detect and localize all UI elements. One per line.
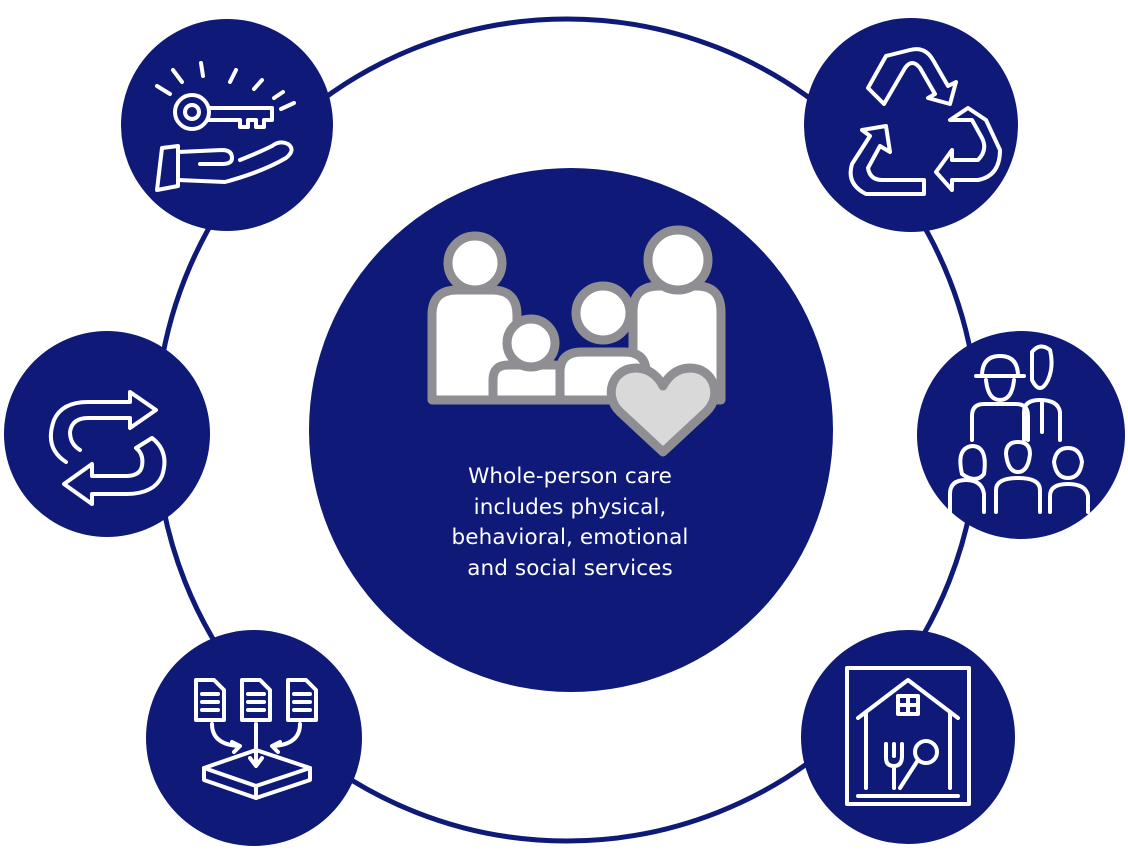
family-with-heart-icon bbox=[427, 225, 726, 457]
center-circle bbox=[309, 168, 833, 692]
center-caption-line: and social services bbox=[467, 555, 673, 581]
node-exchange-arrows bbox=[4, 331, 210, 537]
center-caption-line: Whole-person care bbox=[468, 464, 672, 489]
recycle-icon bbox=[848, 47, 1002, 196]
exchange-arrows-icon bbox=[49, 390, 167, 506]
center-caption: Whole-person care includes physical, beh… bbox=[380, 462, 760, 584]
key-in-hand-icon bbox=[155, 61, 296, 192]
workforce-group-icon bbox=[948, 344, 1090, 514]
node-recycle bbox=[804, 18, 1018, 232]
node-home-food bbox=[801, 630, 1015, 844]
node-documents-merge bbox=[146, 630, 362, 846]
center-caption-line: behavioral, emotional bbox=[451, 525, 689, 550]
node-key-in-hand bbox=[121, 19, 333, 231]
center-caption-line: includes physical, bbox=[473, 494, 667, 520]
node-workforce-group bbox=[917, 331, 1125, 539]
home-food-icon bbox=[845, 666, 971, 806]
documents-merge-icon bbox=[194, 678, 318, 800]
